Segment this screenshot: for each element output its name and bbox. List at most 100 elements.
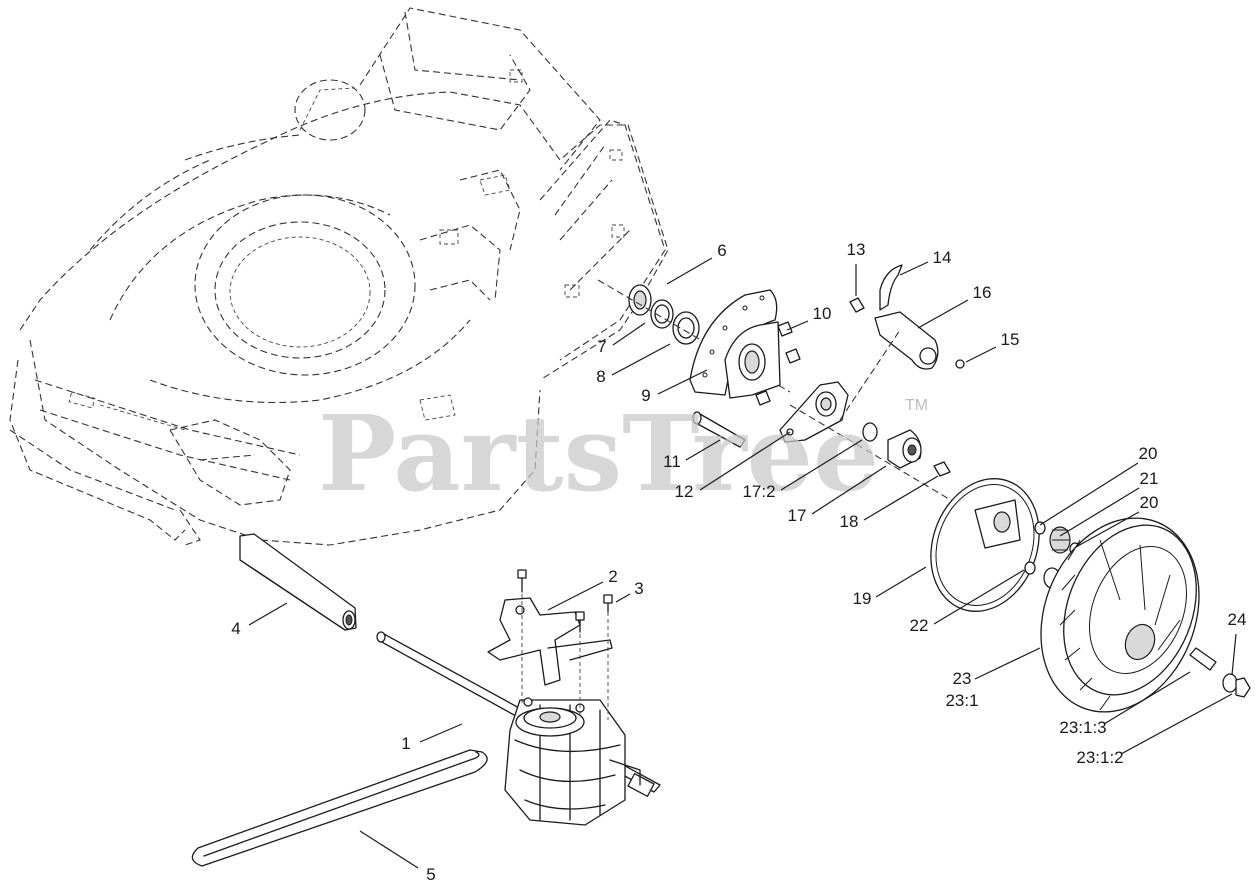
- parts-20-21-22-gear-washers: [1024, 521, 1081, 589]
- part-3-bolts: [517, 569, 613, 633]
- part-19-wheel-plate: [930, 478, 1040, 612]
- callout-c16: 16: [917, 283, 992, 329]
- callout-label: 24: [1228, 610, 1247, 629]
- callout-label: 19: [853, 589, 872, 608]
- leader-line: [965, 346, 997, 363]
- callout-label: 9: [641, 386, 650, 405]
- leader-line: [1231, 633, 1237, 676]
- leader-line: [875, 566, 927, 598]
- callout-c22: 22: [910, 569, 1025, 635]
- leader-line: [615, 593, 631, 603]
- callout-label: 20: [1139, 444, 1158, 463]
- callout-label: 10: [813, 304, 832, 323]
- callout-label: 17: [788, 506, 807, 525]
- callout-c5: 5: [359, 830, 436, 884]
- callout-c12: 12: [675, 431, 791, 501]
- watermark-trademark: TM: [905, 397, 928, 414]
- callout-label: 20: [1140, 493, 1159, 512]
- leader-line: [612, 322, 646, 346]
- callout-label: 8: [596, 367, 605, 386]
- callout-label: 22: [910, 616, 929, 635]
- leader-line: [1075, 511, 1140, 548]
- callout-label: 13: [847, 240, 866, 259]
- watermark-text: PartsTree: [318, 392, 879, 515]
- callout-c13: 13: [847, 240, 866, 296]
- callout-c19: 19: [853, 566, 927, 608]
- leader-line: [917, 299, 969, 329]
- callout-c18: 18: [840, 475, 939, 531]
- callout-label: 5: [426, 865, 435, 884]
- leader-line: [685, 439, 721, 461]
- part-4-baffle: [239, 533, 357, 631]
- leader-line: [786, 320, 809, 331]
- callout-label: 18: [840, 512, 859, 531]
- callout-c231: 23:1: [945, 691, 978, 710]
- leader-line: [1120, 693, 1233, 755]
- part-12-pivot-arm: [779, 381, 849, 443]
- callout-c23: 23: [953, 647, 1041, 688]
- callout-label: 23:1:3: [1059, 718, 1106, 737]
- callout-label: 6: [717, 241, 726, 260]
- callout-label: 3: [634, 579, 643, 598]
- callout-c11: 11: [663, 439, 721, 471]
- part-2-bracket: [487, 580, 613, 720]
- part-5-belt: [191, 749, 488, 867]
- callout-label: 7: [597, 337, 606, 356]
- callout-c24: 24: [1228, 610, 1247, 676]
- callout-c4: 4: [231, 602, 288, 638]
- callout-c7: 7: [597, 322, 646, 356]
- leader-line: [1059, 487, 1140, 537]
- callout-c8: 8: [596, 343, 671, 386]
- leader-line: [248, 602, 288, 626]
- callout-label: 11: [663, 452, 681, 471]
- callout-label: 2: [608, 567, 617, 586]
- callout-label: 1: [401, 734, 410, 753]
- callout-label: 16: [973, 283, 992, 302]
- leader-line: [780, 439, 863, 491]
- callout-c3: 3: [615, 579, 644, 603]
- callout-c14: 14: [899, 248, 952, 276]
- callout-label: 17:2: [742, 482, 775, 501]
- callout-c2312: 23:1:2: [1076, 693, 1233, 767]
- parts-6-7-8-bushings: [597, 279, 791, 393]
- callout-c1: 1: [401, 723, 463, 753]
- leader-line: [699, 431, 791, 491]
- leader-line: [611, 343, 671, 376]
- callout-c172: 17:2: [742, 439, 863, 501]
- leader-line: [933, 569, 1025, 625]
- leader-line: [666, 257, 713, 285]
- part-23-rear-wheel: [1040, 517, 1251, 713]
- parts-13-14-15-16-lever: [839, 264, 965, 421]
- part-9-height-plate: [689, 289, 781, 399]
- parts-17-18-hub: [789, 404, 1011, 536]
- leader-line: [419, 723, 463, 743]
- callout-label: 23:1: [945, 691, 978, 710]
- callout-c21: 21: [1059, 469, 1158, 537]
- part-10-bolts: [755, 321, 801, 406]
- callout-c15: 15: [965, 330, 1020, 363]
- callout-label: 12: [675, 482, 694, 501]
- callout-c9: 9: [641, 369, 708, 405]
- callout-c20a: 20: [1039, 444, 1158, 526]
- leader-line: [657, 369, 708, 395]
- callout-label: 23: [953, 669, 972, 688]
- leader-line: [1039, 462, 1139, 526]
- leader-line: [974, 647, 1041, 680]
- mower-deck-outline: [9, 7, 669, 546]
- callout-c10: 10: [786, 304, 832, 331]
- callout-label: 4: [231, 619, 240, 638]
- part-11-bolt: [692, 411, 746, 448]
- callout-label: 15: [1001, 330, 1020, 349]
- callout-label: 14: [933, 248, 952, 267]
- leader-line: [863, 475, 939, 521]
- transmission-gearbox: [504, 697, 641, 826]
- callout-label: 23:1:2: [1076, 748, 1123, 767]
- callout-c6: 6: [666, 241, 727, 285]
- leader-line: [1103, 671, 1191, 725]
- leader-line: [811, 465, 887, 515]
- leader-line: [359, 830, 419, 869]
- leader-line: [547, 581, 604, 611]
- callout-c2313: 23:1:3: [1059, 671, 1191, 737]
- callout-c2: 2: [547, 567, 618, 611]
